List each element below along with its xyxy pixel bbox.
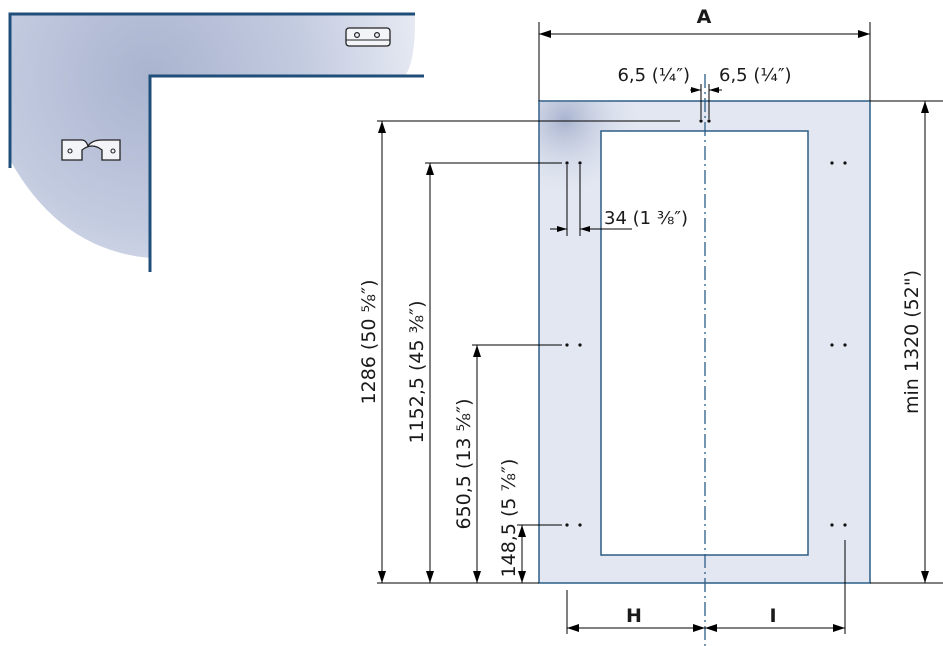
mounting-hole: [843, 161, 847, 165]
mounting-hole: [578, 343, 582, 347]
mounting-hole: [830, 161, 834, 165]
label-height-1152: 1152,5 (45 ⅜″): [406, 300, 428, 443]
label-i: I: [769, 605, 776, 627]
label-height-650: 650,5 (13 ⅝″): [453, 399, 475, 530]
label-offset-34: 34 (1 ⅜″): [604, 208, 688, 229]
mounting-hole: [565, 343, 569, 347]
mounting-hole: [699, 119, 703, 123]
label-h: H: [626, 605, 642, 627]
clearance-zone: [10, 14, 416, 258]
mounting-hole: [830, 523, 834, 527]
mounting-hole: [830, 343, 834, 347]
label-hole-spacing-left: 6,5 (¼″): [617, 65, 690, 86]
mounting-hole: [843, 343, 847, 347]
mounting-hole: [565, 161, 569, 165]
mounting-hole: [565, 523, 569, 527]
mounting-hole: [707, 119, 711, 123]
label-height-1286: 1286 (50 ⅝″): [358, 280, 380, 405]
wall-top: [8, 12, 415, 168]
bracket-top-icon: [345, 27, 391, 47]
label-min-height: min 1320 (52"): [901, 270, 923, 414]
mounting-hole: [578, 161, 582, 165]
mounting-hole: [843, 523, 847, 527]
wall-inner: [148, 74, 424, 272]
mounting-holes: [565, 119, 847, 527]
label-hole-spacing-right: 6,5 (¼″): [719, 65, 792, 86]
panel-view: [538, 74, 871, 646]
arrowheads: [378, 30, 929, 632]
label-a: A: [697, 6, 712, 28]
corner-detail: [8, 12, 424, 272]
label-height-148: 148,5 (5 ⅞″): [498, 459, 520, 578]
mounting-hole: [578, 523, 582, 527]
bracket-side-icon: [61, 139, 121, 161]
